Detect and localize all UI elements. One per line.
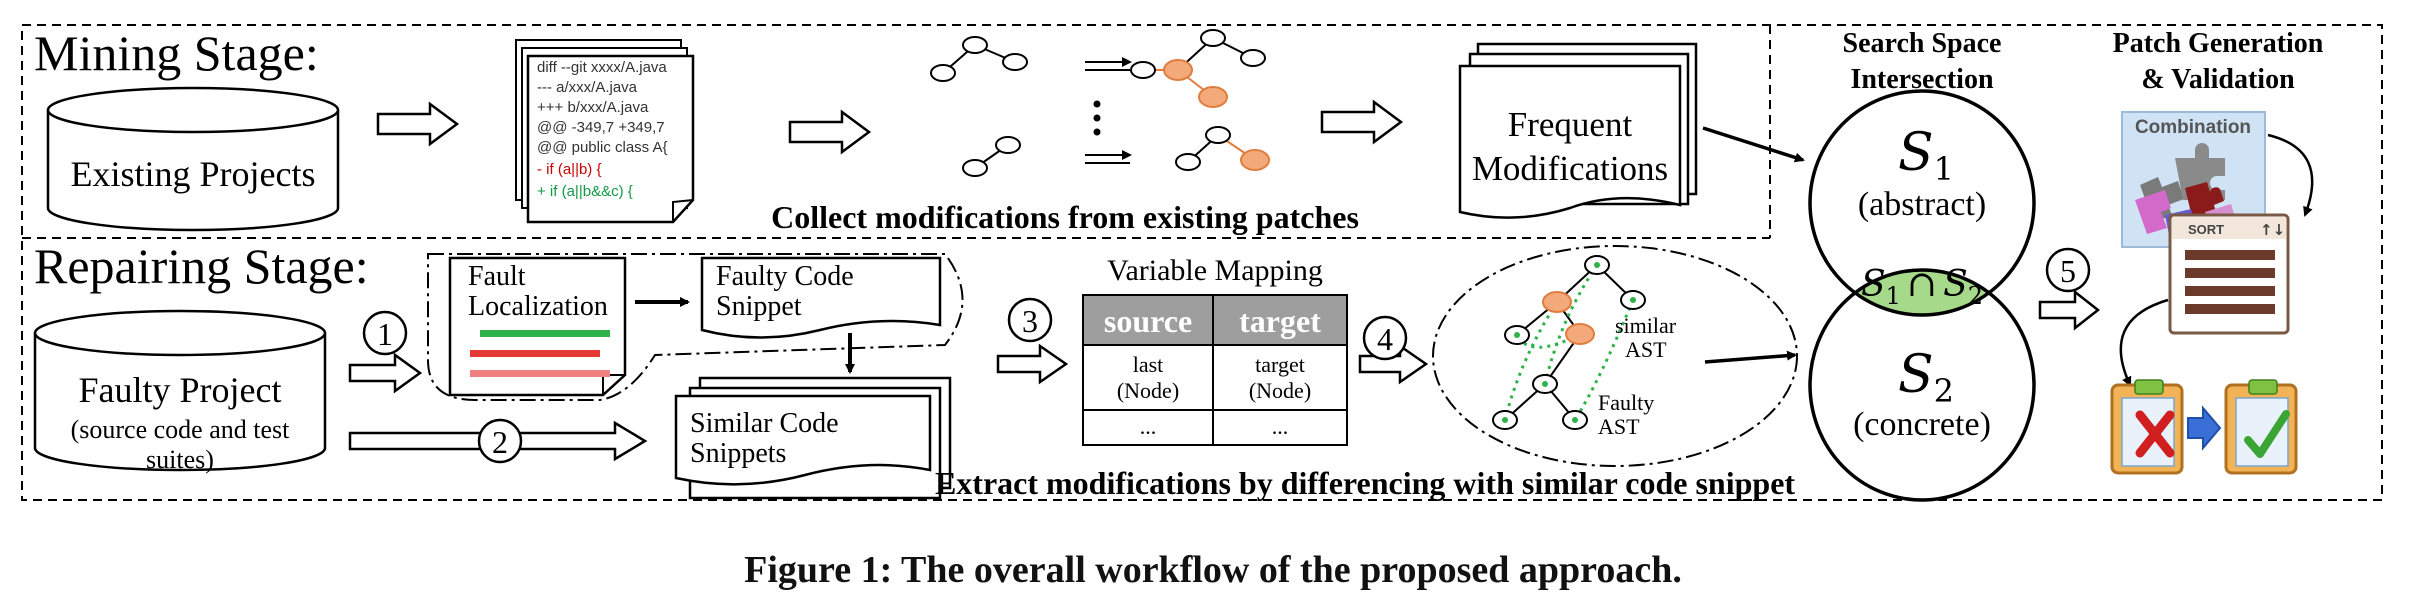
table-cell: ... — [1272, 414, 1289, 439]
faulty-code-snippet-label: Faulty Code — [716, 261, 854, 292]
variable-mapping-title: Variable Mapping — [1107, 254, 1323, 287]
tree-diagram-left-bottom — [962, 136, 1021, 177]
table-cell: ... — [1140, 414, 1157, 439]
diff-line: +++ b/xxx/A.java — [537, 99, 649, 116]
figure-caption: Figure 1: The overall workflow of the pr… — [744, 549, 1682, 591]
extract-modifications-caption: Extract modifications by differencing wi… — [935, 465, 1795, 501]
frequent-modifications-label: Modifications — [1472, 149, 1668, 188]
intersection-label: S1∩S2 — [1861, 264, 1983, 310]
step-1-marker: 1 — [362, 310, 408, 356]
table-cell: last — [1133, 352, 1164, 377]
sort-arrows-icon: ↑↓ — [2260, 221, 2285, 239]
s2-concrete-circle — [1808, 268, 2036, 502]
existing-projects-cylinder: Existing Projects — [46, 86, 340, 232]
suspicious-line-bar-green — [480, 330, 610, 337]
diff-line: diff --git xxxx/A.java — [537, 59, 667, 76]
curved-arrow-sort-to-validation — [2119, 298, 2169, 387]
suspicious-line-bar-pink — [470, 370, 610, 377]
tree-transform-arrows — [1085, 57, 1132, 164]
table-header-source: source — [1104, 303, 1192, 339]
arrow-step5 — [2038, 289, 2101, 331]
patch-generation-title: Patch Generation — [2113, 28, 2324, 59]
step-number: 5 — [2060, 253, 2076, 289]
arrow-projects-to-diff — [376, 101, 460, 147]
arrow-diff-to-trees — [788, 109, 872, 155]
faulty-code-snippet-label: Snippet — [716, 291, 802, 322]
s2-concrete-label: (concrete) — [1853, 406, 1991, 443]
arrow-ast-to-s2 — [1704, 350, 1797, 364]
table-header-target: target — [1239, 303, 1321, 339]
similar-code-snippets-label: Snippets — [690, 438, 786, 469]
faulty-ast-label: Faulty — [1598, 390, 1654, 415]
step-number: 3 — [1022, 303, 1038, 339]
ast-comparison-group — [1432, 245, 1798, 467]
frequent-modifications-label: Frequent — [1508, 105, 1633, 144]
mining-stage-title: Mining Stage: — [34, 25, 319, 81]
step-number: 2 — [492, 424, 508, 460]
sort-label: SORT — [2188, 222, 2224, 237]
diff-line: --- a/xxx/A.java — [537, 79, 638, 96]
ast-trees: similar AST Faulty AST — [1492, 255, 1677, 439]
table-cell: (Node) — [1249, 378, 1311, 403]
diff-line: + if (a||b&&c) { — [537, 183, 633, 200]
fault-localization-label: Localization — [468, 291, 608, 322]
s1-abstract-circle — [1808, 89, 2036, 317]
patch-generation-title: & Validation — [2141, 64, 2295, 95]
step-3-marker: 3 — [1007, 297, 1053, 343]
arrow-step1 — [348, 352, 423, 394]
similar-ast-label: AST — [1625, 337, 1667, 362]
faulty-project-sub: (source code and test — [71, 415, 291, 444]
similar-code-snippets-label: Similar Code — [690, 408, 839, 439]
arrow-fail-to-pass — [2187, 405, 2222, 451]
s2-label: S2 — [1898, 345, 1954, 410]
similar-ast-label: similar — [1615, 313, 1677, 338]
outer-dashed-frame — [21, 24, 2383, 501]
table-cell: (Node) — [1117, 378, 1179, 403]
step-2-marker: 2 — [477, 418, 523, 464]
arrow-trees-to-frequent — [1320, 99, 1404, 145]
patch-diff-document-stack — [515, 39, 695, 224]
frequent-modifications-doc-stack — [1458, 42, 1698, 219]
faulty-ast-label: AST — [1598, 414, 1640, 439]
fault-localization-document: Fault Localization — [448, 256, 627, 397]
patch-failed-clipboard-icon — [2110, 379, 2184, 475]
arrow-frequent-to-s1 — [1702, 126, 1805, 163]
faulty-project-cylinder: Faulty Project (source code and test sui… — [33, 309, 327, 474]
diff-line: - if (a||b) { — [537, 161, 601, 178]
diff-line: @@ public class A{ — [537, 139, 668, 156]
faulty-project-sub: suites) — [146, 445, 214, 474]
step-4-marker: 4 — [1362, 315, 1408, 361]
variable-mapping-table: source target last target (Node) (Node) … — [1082, 294, 1348, 446]
ellipsis-dots — [1093, 100, 1101, 136]
step-5-marker: 5 — [2045, 247, 2091, 293]
arrow-step3 — [996, 343, 1069, 385]
tree-diagram-right-bottom — [1175, 126, 1270, 171]
fault-localization-label: Fault — [468, 261, 526, 292]
table-cell: target — [1255, 352, 1305, 377]
fault-localization-group — [427, 253, 964, 401]
diff-line: @@ -349,7 +349,7 — [537, 119, 665, 136]
step-number: 4 — [1377, 321, 1393, 357]
combination-label: Combination — [2135, 117, 2251, 138]
suspicious-line-bar-red — [470, 350, 600, 357]
step-number: 1 — [377, 316, 393, 352]
patch-passed-clipboard-icon — [2224, 379, 2298, 475]
tree-diagram-right-top — [1130, 29, 1266, 108]
similar-code-snippets-stack — [674, 376, 952, 500]
sort-list-icon: SORT ↑↓ — [2168, 213, 2290, 335]
curved-arrow-combination-to-sort — [2267, 133, 2314, 217]
diff-lines: diff --git xxxx/A.java --- a/xxx/A.java … — [537, 59, 668, 200]
existing-projects-label: Existing Projects — [71, 154, 316, 194]
repairing-stage-title: Repairing Stage: — [34, 238, 369, 294]
s1-label: S1 — [1898, 123, 1954, 188]
s1-abstract-label: (abstract) — [1858, 186, 1986, 223]
faulty-project-label: Faulty Project — [79, 370, 282, 410]
faulty-code-snippet-doc: Faulty Code Snippet — [700, 256, 942, 339]
tree-diagram-left-top — [930, 36, 1028, 82]
search-space-title: Search Space — [1843, 28, 2002, 59]
collect-modifications-caption: Collect modifications from existing patc… — [771, 199, 1359, 235]
